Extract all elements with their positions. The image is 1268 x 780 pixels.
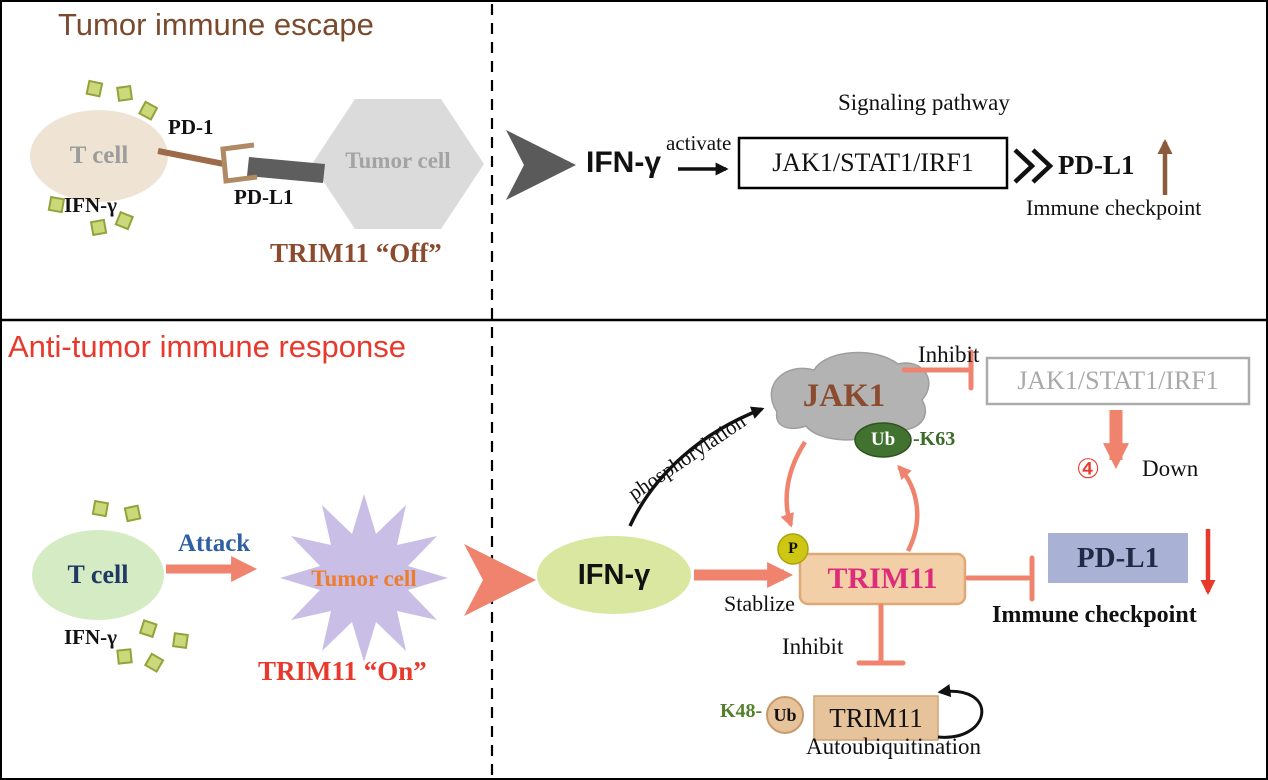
- ifn-molecule-icons-bottom: [91, 499, 189, 673]
- ub-k63-shape: [854, 422, 912, 458]
- trim11-label: TRIM11: [827, 562, 938, 596]
- autoubiquitination-label: Autoubiquitination: [806, 734, 982, 759]
- trim11-auto-box: [813, 695, 939, 741]
- inhibit-self-label: Inhibit: [782, 634, 844, 659]
- big-arrowhead-top-icon: [506, 130, 576, 200]
- pathway-box-label-top: JAK1/STAT1/IRF1: [772, 148, 974, 178]
- ifn-molecule-icons-top: [47, 79, 159, 237]
- pdl1-box-label: PD-L1: [1076, 541, 1160, 574]
- pdl1-box: [1048, 533, 1188, 583]
- autoubiquitination-loop-arrow: [937, 684, 984, 739]
- phosphate-label: P: [788, 540, 798, 558]
- pd1-receptor-shape: [220, 142, 258, 184]
- tumor-cell-shape-top: [312, 99, 484, 229]
- ifn-gamma-big-label-bottom: IFN-γ: [577, 558, 651, 591]
- pd1-stem-line: [157, 148, 225, 167]
- pathway-box-bottom: [985, 356, 1251, 406]
- ifn-gamma-label-bottom: IFN-γ: [64, 625, 117, 649]
- inhibit-pathway-label: Inhibit: [918, 342, 980, 367]
- tumor-cell-label-bottom: Tumor cell: [311, 566, 417, 591]
- trim11-auto-label: TRIM11: [829, 702, 923, 733]
- trim11-off-label: TRIM11 “Off”: [270, 238, 442, 268]
- ub-k48-shape: [766, 696, 804, 734]
- ifn-gamma-big-label-top: IFN-γ: [586, 146, 661, 179]
- pdl1-result-label: PD-L1: [1058, 150, 1135, 180]
- immune-checkpoint-label-bottom: Immune checkpoint: [992, 602, 1197, 628]
- pdl1-label: PD-L1: [234, 185, 294, 209]
- double-chevron-icon: [1013, 148, 1036, 184]
- ifn-gamma-label-top: IFN-γ: [64, 193, 117, 217]
- signaling-pathway-label: Signaling pathway: [838, 90, 1010, 115]
- pd1-label: PD-1: [168, 115, 214, 139]
- bottom-panel-title: Anti-tumor immune response: [8, 329, 406, 364]
- ub-k48-label: Ub: [773, 704, 797, 725]
- pdl1-ligand-shape: [247, 157, 325, 183]
- activate-label: activate: [666, 131, 732, 155]
- trim11-on-label: TRIM11 “On”: [258, 656, 427, 686]
- stablize-label: Stablize: [724, 591, 795, 616]
- t-cell-shape-top: [30, 110, 168, 202]
- jak1-label: JAK1: [802, 378, 886, 414]
- step4-badge: ④: [1076, 454, 1101, 484]
- tumor-cell-shape-bottom: [280, 494, 448, 662]
- immune-checkpoint-label-top: Immune checkpoint: [1026, 195, 1202, 220]
- inhibit-self-tbar: [856, 603, 906, 666]
- down-label: Down: [1142, 456, 1199, 481]
- trim11-to-pdl1-tbar: [965, 555, 1035, 602]
- top-panel-title: Tumor immune escape: [58, 7, 374, 42]
- ifn-gamma-shape: [537, 536, 691, 614]
- double-chevron-icon-2: [1031, 148, 1054, 184]
- k63-label: -K63: [913, 428, 956, 450]
- jak1-shape: [770, 351, 930, 441]
- pathway-box-label-bottom: JAK1/STAT1/IRF1: [1017, 366, 1219, 396]
- big-arrowhead-bottom-icon: [464, 544, 536, 616]
- inhibit-pathway-tbar: [901, 349, 974, 391]
- phosphorylation-arrow: [628, 406, 765, 527]
- jak1-to-trim11-arrow: [780, 440, 807, 528]
- pathway-box-top: [737, 136, 1009, 190]
- k48-label: K48-: [720, 700, 763, 722]
- trim11-to-ub-arrow: [897, 464, 920, 553]
- t-cell-shape-bottom: [32, 530, 164, 620]
- t-cell-label-bottom: T cell: [67, 560, 129, 590]
- ub-k63-label: Ub: [870, 429, 896, 451]
- t-cell-label-top: T cell: [69, 142, 129, 169]
- attack-label: Attack: [178, 530, 251, 557]
- tumor-cell-label-top: Tumor cell: [345, 148, 451, 173]
